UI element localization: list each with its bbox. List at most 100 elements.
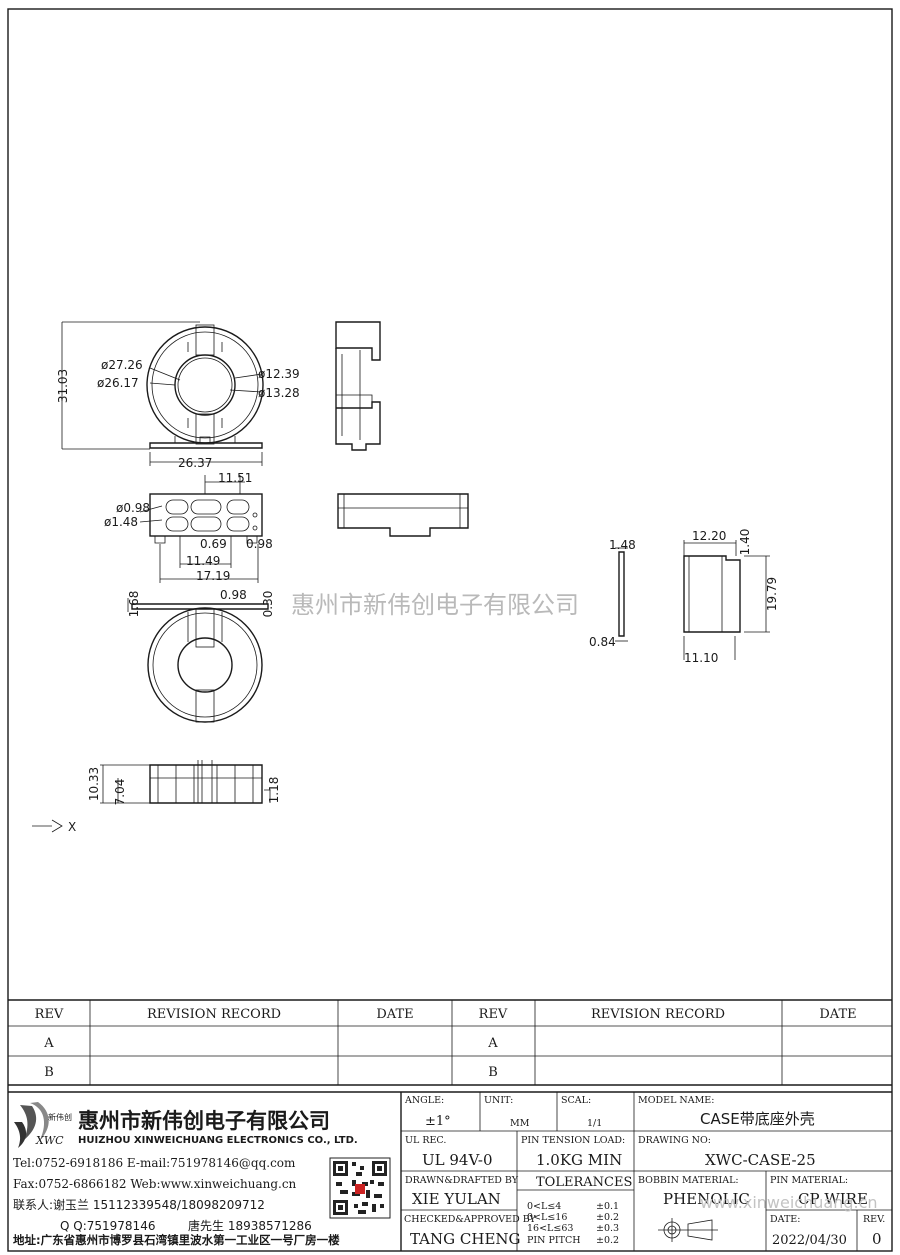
dim-case-lip: 1.40 bbox=[738, 529, 752, 556]
dim-side-h1: 10.33 bbox=[87, 767, 101, 801]
rev-row-a-left: A bbox=[43, 1036, 54, 1051]
rev-row-a-right: A bbox=[487, 1036, 498, 1051]
angle-value: ±1° bbox=[425, 1114, 451, 1129]
ul-label: UL REC. bbox=[405, 1135, 446, 1146]
rear-view: 1.68 0.98 0.30 bbox=[127, 588, 275, 723]
right-view bbox=[335, 321, 381, 451]
drawing-no-label: DRAWING NO: bbox=[638, 1135, 711, 1146]
model-label: MODEL NAME: bbox=[638, 1095, 714, 1106]
record-header-2: REVISION RECORD bbox=[591, 1007, 725, 1022]
bottom-view: 11.51 ø0.98 ø1.48 0.69 0.98 11.49 17.19 bbox=[104, 471, 273, 583]
rev-value: 0 bbox=[872, 1230, 882, 1248]
flat-view bbox=[337, 493, 469, 537]
scale-value: 1/1 bbox=[587, 1118, 602, 1129]
company-qq: Q Q:751978146 bbox=[60, 1219, 155, 1233]
title-block: ANGLE: ±1° UNIT: MM SCAL: 1/1 MODEL NAME… bbox=[400, 1092, 892, 1251]
rev-row-b-left: B bbox=[44, 1065, 54, 1080]
dim-case-base: 11.10 bbox=[684, 651, 718, 665]
revision-table: REV REVISION RECORD DATE REV REVISION RE… bbox=[8, 999, 892, 1086]
drawing-no-value: XWC-CASE-25 bbox=[705, 1151, 816, 1169]
tol-value-4: ±0.2 bbox=[596, 1235, 619, 1246]
dim-base-width: 26.37 bbox=[178, 456, 212, 470]
dim-rear-w: 0.98 bbox=[220, 588, 247, 602]
date-value: 2022/04/30 bbox=[772, 1233, 847, 1248]
drawn-label: DRAWN&DRAFTED BY bbox=[405, 1175, 519, 1186]
pin-material-label: PIN MATERIAL: bbox=[770, 1175, 848, 1186]
company-address: 地址:广东省惠州市博罗县石湾镇里波水第一工业区一号厂房一楼 bbox=[13, 1233, 340, 1247]
scale-label: SCAL: bbox=[561, 1095, 591, 1106]
dim-case-h: 19.79 bbox=[765, 577, 779, 611]
sheet-border bbox=[7, 8, 893, 1252]
dim-side-pin: 1.18 bbox=[267, 777, 281, 804]
dim-hole2: ø1.48 bbox=[104, 515, 138, 529]
bobbin-label: BOBBIN MATERIAL: bbox=[638, 1175, 739, 1186]
company-name-en: HUIZHOU XINWEICHUANG ELECTRONICS CO., LT… bbox=[78, 1135, 358, 1146]
dim-case-w: 12.20 bbox=[692, 529, 726, 543]
date-label: DATE: bbox=[770, 1214, 800, 1225]
qr-code bbox=[329, 1157, 391, 1219]
ul-value: UL 94V-0 bbox=[422, 1151, 493, 1169]
unit-label: UNIT: bbox=[484, 1095, 513, 1106]
dim-od2: ø26.17 bbox=[97, 376, 139, 390]
logo-text: 新伟创 bbox=[48, 1112, 72, 1122]
dim-rear-t: 0.30 bbox=[261, 591, 275, 618]
pin-tension-value: 1.0KG MIN bbox=[536, 1151, 622, 1169]
rev-row-b-right: B bbox=[488, 1065, 498, 1080]
x-axis-indicator: X bbox=[32, 819, 76, 834]
angle-label: ANGLE: bbox=[404, 1095, 444, 1106]
front-view: 31.03 ø27.26 ø26.17 ø12.39 ø13.28 26.37 bbox=[56, 321, 300, 470]
dim-span1: 11.49 bbox=[186, 554, 220, 568]
tol-value-1: ±0.1 bbox=[596, 1201, 619, 1212]
drawn-value: XIE YULAN bbox=[412, 1190, 501, 1208]
watermark-website: www.xinweichuang.cn bbox=[700, 1193, 878, 1212]
tol-value-3: ±0.3 bbox=[596, 1223, 619, 1234]
projection-symbol-icon bbox=[658, 1218, 718, 1242]
rev-header-2: REV bbox=[479, 1007, 508, 1022]
dim-pitch: 11.51 bbox=[218, 471, 252, 485]
date-header-1: DATE bbox=[376, 1007, 413, 1022]
date-header-2: DATE bbox=[819, 1007, 856, 1022]
pin-tension-label: PIN TENSION LOAD: bbox=[521, 1135, 625, 1146]
dim-span2: 17.19 bbox=[196, 569, 230, 583]
dim-d2: 0.98 bbox=[246, 537, 273, 551]
company-name-cn: 惠州市新伟创电子有限公司 bbox=[78, 1109, 330, 1133]
tol-range-1: 0<L≤4 bbox=[527, 1201, 561, 1212]
dim-pin-bottom: 0.84 bbox=[589, 635, 616, 649]
unit-value: MM bbox=[510, 1118, 530, 1129]
company-contact: 联系人:谢玉兰 15112339548/18098209712 bbox=[13, 1197, 265, 1212]
dim-rear-h: 1.68 bbox=[127, 591, 141, 618]
tol-value-2: ±0.2 bbox=[596, 1212, 619, 1223]
pin-material-value: CP WIRE bbox=[798, 1190, 868, 1208]
company-logo: 新伟创 XWC bbox=[14, 1102, 72, 1148]
dim-id1: ø12.39 bbox=[258, 367, 300, 381]
case-detail: 12.20 1.40 19.79 11.10 bbox=[683, 529, 779, 665]
checked-value: TANG CHENG bbox=[410, 1230, 521, 1248]
tolerances-label: TOLERANCES bbox=[536, 1175, 632, 1190]
tol-range-4: PIN PITCH bbox=[527, 1235, 581, 1246]
record-header-1: REVISION RECORD bbox=[147, 1007, 281, 1022]
dim-id2: ø13.28 bbox=[258, 386, 300, 400]
logo-abbr: XWC bbox=[35, 1134, 64, 1147]
tol-range-3: 16<L≤63 bbox=[527, 1223, 573, 1234]
dim-outer-height: 31.03 bbox=[56, 369, 70, 403]
tol-range-2: 0<L≤16 bbox=[527, 1212, 567, 1223]
bobbin-value: PHENOLIC bbox=[663, 1190, 750, 1208]
company-fax: Fax:0752-6866182 Web:www.xinweichuang.cn bbox=[13, 1177, 297, 1191]
axis-label: X bbox=[68, 820, 76, 834]
company-block: 新伟创 XWC 惠州市新伟创电子有限公司 HUIZHOU XINWEICHUAN… bbox=[13, 1102, 391, 1247]
company-contact2: 唐先生 18938571286 bbox=[188, 1218, 312, 1233]
dim-pin-top: 1.48 bbox=[609, 538, 636, 552]
dim-side-h2: 7.04 bbox=[113, 779, 127, 806]
pin-detail: 1.48 0.84 bbox=[589, 538, 636, 649]
model-value: CASE带底座外壳 bbox=[700, 1110, 815, 1128]
dim-od1: ø27.26 bbox=[101, 358, 143, 372]
watermark-company: 惠州市新伟创电子有限公司 bbox=[291, 591, 579, 619]
company-tel: Tel:0752-6918186 E-mail:751978146@qq.com bbox=[13, 1156, 296, 1170]
rev-label: REV. bbox=[863, 1214, 885, 1225]
rev-header-1: REV bbox=[35, 1007, 64, 1022]
side-view: 10.33 7.04 1.18 bbox=[87, 760, 281, 805]
dim-hole1: ø0.98 bbox=[116, 501, 150, 515]
dim-d1: 0.69 bbox=[200, 537, 227, 551]
